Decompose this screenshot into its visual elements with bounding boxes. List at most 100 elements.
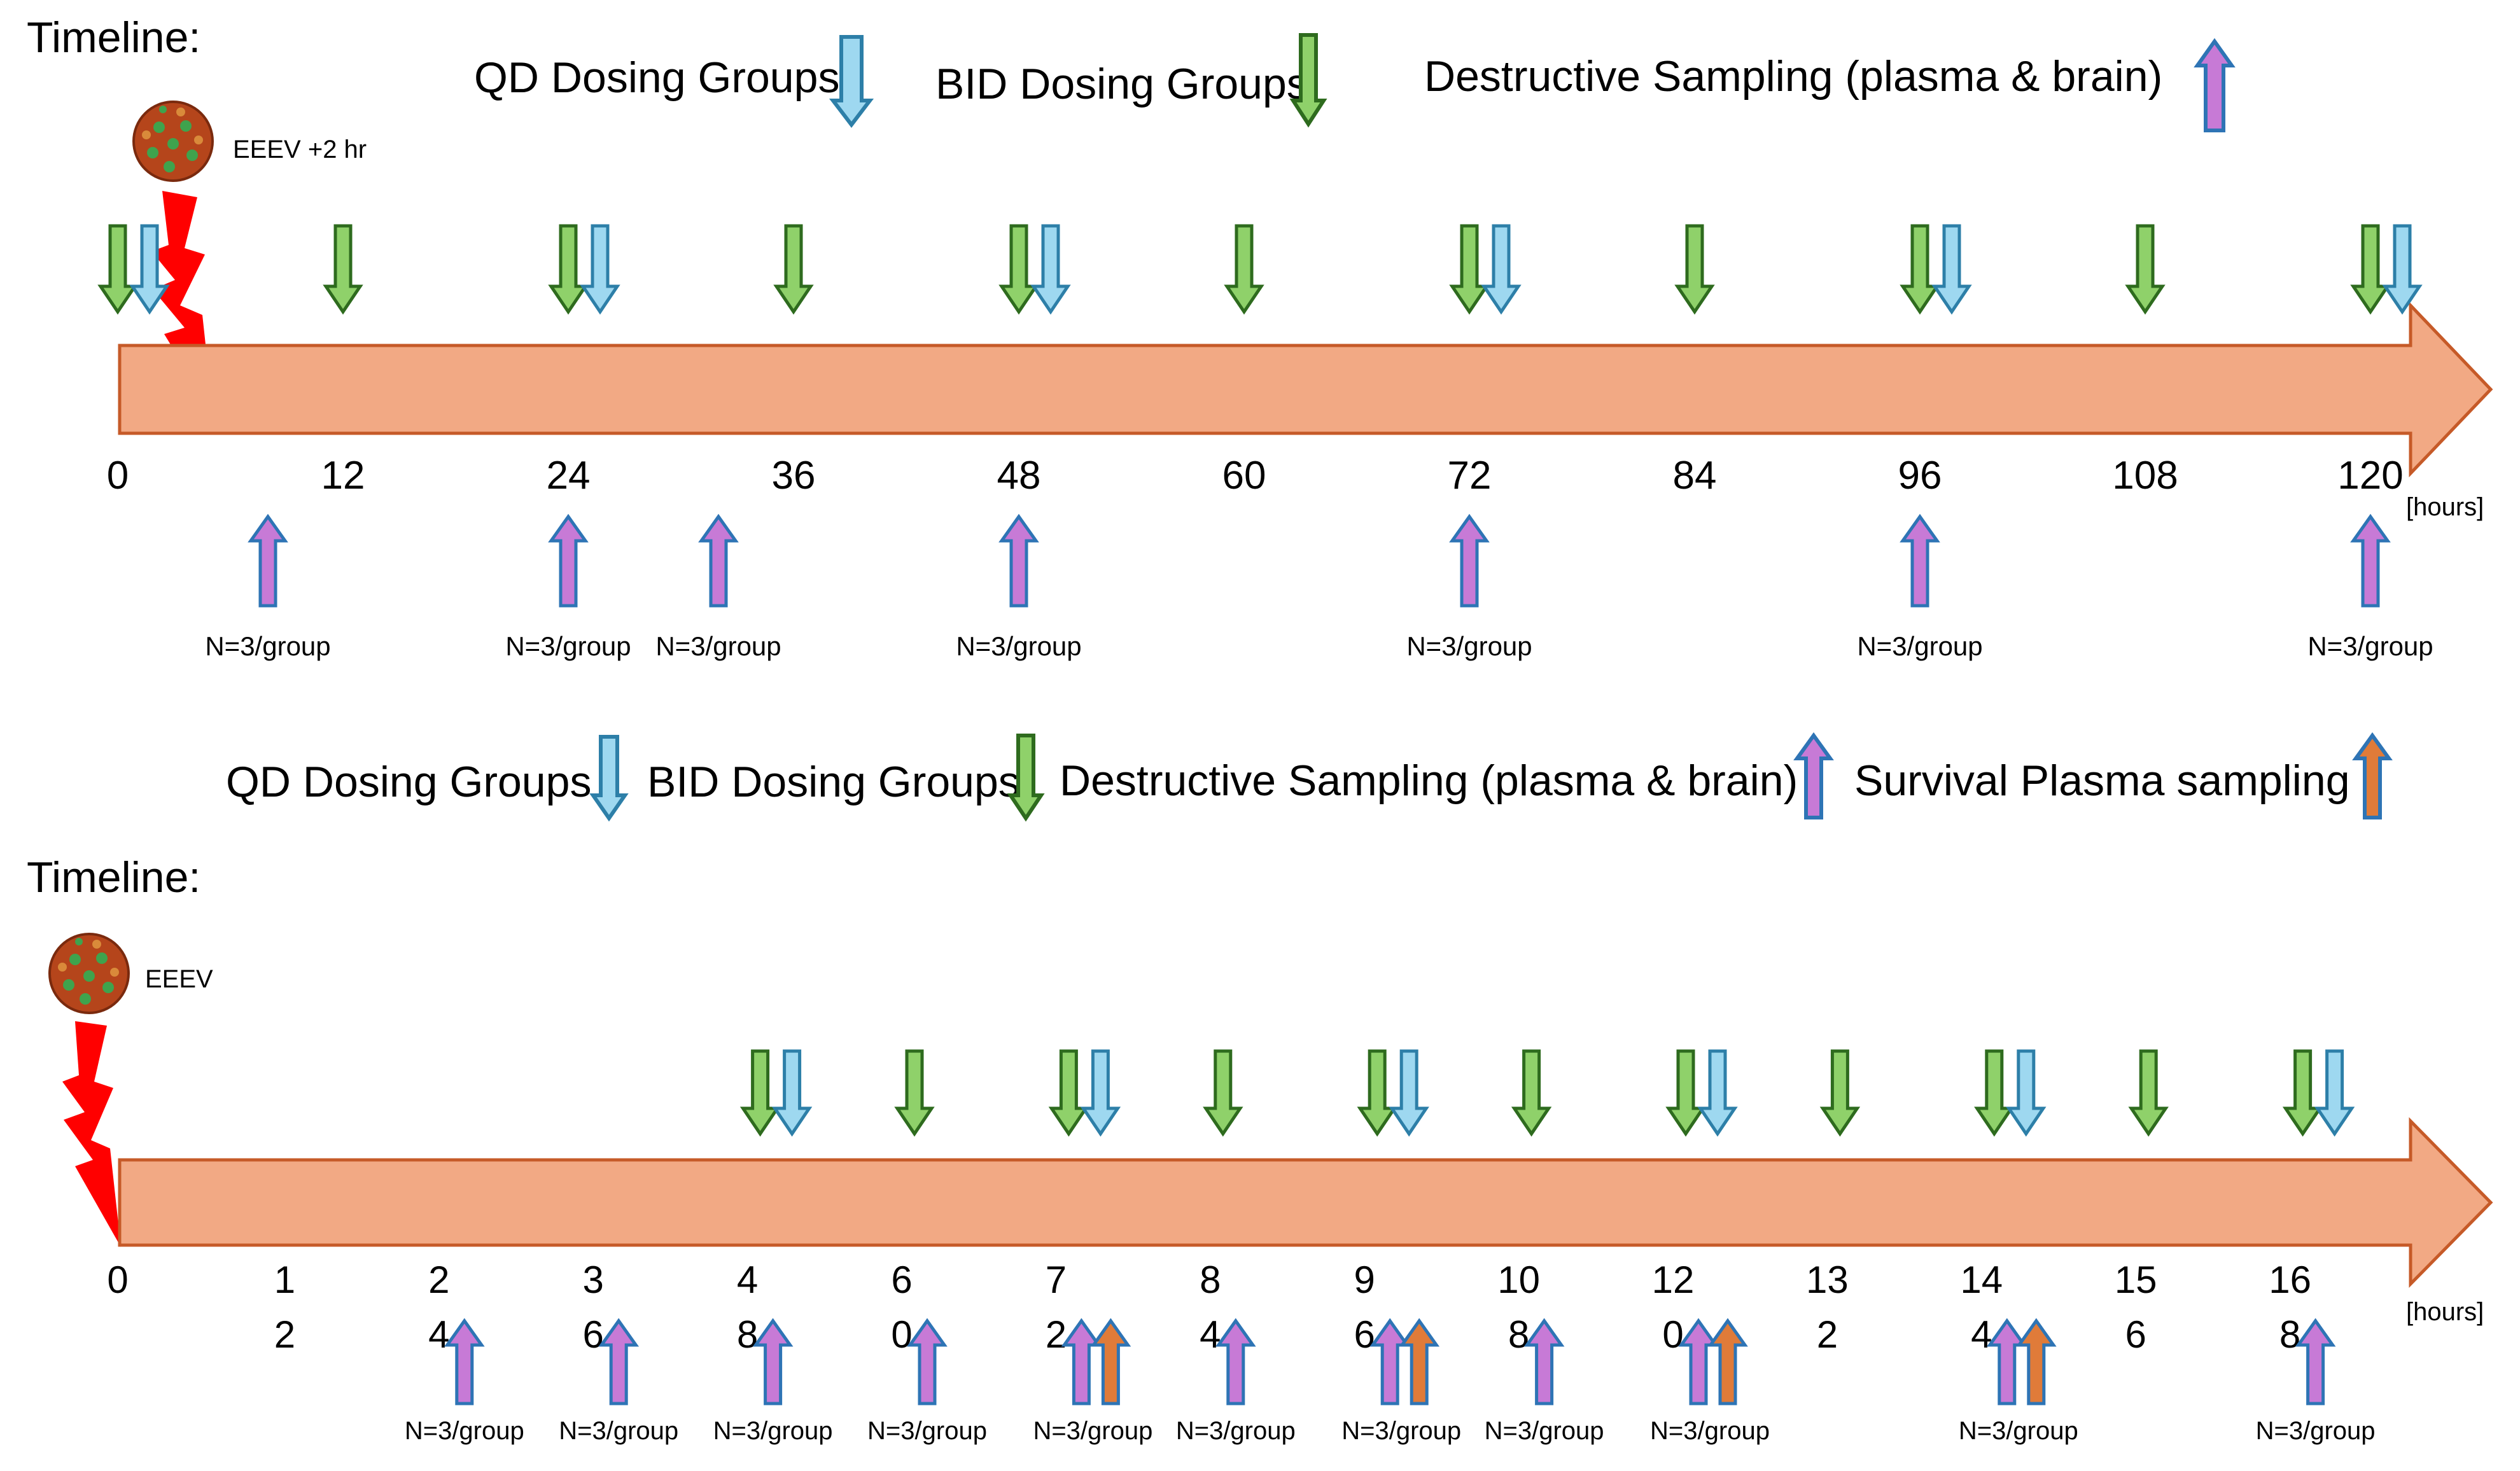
sampling-arrow — [1986, 1318, 2027, 1405]
legend-destructive-arrow-icon — [2194, 38, 2236, 132]
sampling-arrow — [1061, 1318, 1102, 1405]
sampling-arrow — [1523, 1318, 1565, 1405]
bid-dose-arrow — [1900, 224, 1940, 315]
bid-dose-arrow — [894, 1049, 935, 1137]
panel-2-title: Timeline: — [27, 853, 200, 902]
bid-dose-arrow — [323, 224, 363, 315]
panel-2-infection-label: EEEV — [145, 965, 213, 993]
group-size-label: N=3/group — [405, 1417, 524, 1445]
bid-dose-arrow — [739, 1049, 781, 1137]
tick-label-line-1: 13 — [1806, 1258, 1849, 1301]
qd-dose-arrow — [1481, 224, 1522, 315]
legend2-destructive-label: Destructive Sampling (plasma & brain) — [1060, 756, 1798, 805]
tick-label-line-2: 6 — [583, 1313, 604, 1356]
tick-label-line-1: 7 — [1046, 1258, 1067, 1301]
group-size-label: N=3/group — [867, 1417, 987, 1445]
tick-label-line-1: 16 — [2269, 1258, 2311, 1301]
survival-sampling-arrow — [1399, 1318, 1440, 1405]
group-size-label: N=3/group — [713, 1417, 833, 1445]
group-size-label: N=3/group — [1650, 1417, 1770, 1445]
survival-sampling-arrow — [2015, 1318, 2057, 1405]
sampling-arrow — [1449, 513, 1490, 608]
tick-label-line-2: 2 — [1046, 1313, 1067, 1356]
tick-label: 0 — [107, 454, 129, 498]
panel-1-legend: QD Dosing Groups BID Dosing Groups Destr… — [474, 33, 2236, 132]
qd-dose-arrow — [1030, 224, 1071, 315]
tick-label-line-2: 0 — [891, 1313, 912, 1356]
tick-label-line-2: 8 — [2279, 1313, 2300, 1356]
sampling-arrow — [1215, 1318, 1256, 1405]
group-size-label: N=3/group — [2256, 1417, 2376, 1445]
sampling-arrow — [1369, 1318, 1411, 1405]
group-size-label: N=3/group — [505, 631, 631, 661]
legend2-qd-label: QD Dosing Groups — [226, 758, 591, 806]
bid-dose-arrow — [2125, 224, 2166, 315]
tick-label-line-1: 3 — [583, 1258, 604, 1301]
sampling-arrow — [2295, 1318, 2336, 1405]
legend-bid-arrow-icon — [1289, 33, 1327, 128]
panel-2: QD Dosing Groups BID Dosing Groups Destr… — [27, 732, 2493, 1445]
panel-1-units-label: [hours] — [2406, 493, 2484, 521]
tick-label: 72 — [1448, 454, 1492, 498]
bid-dose-arrow — [2350, 224, 2391, 315]
tick-label: 36 — [772, 454, 816, 498]
group-size-label: N=3/group — [205, 631, 330, 661]
tick-label-line-2: 4 — [1971, 1313, 1992, 1356]
tick-label-line-2: 8 — [1508, 1313, 1529, 1356]
tick-label-line-1: 2 — [428, 1258, 449, 1301]
qd-dose-arrow — [129, 224, 170, 315]
group-size-label: N=3/group — [559, 1417, 678, 1445]
bid-dose-arrow — [97, 224, 138, 315]
legend-qd-arrow-icon — [829, 35, 874, 128]
survival-sampling-arrow — [1090, 1318, 1131, 1405]
bid-dose-arrow — [1674, 224, 1715, 315]
tick-label-line-2: 6 — [2125, 1313, 2146, 1356]
legend-destructive-label: Destructive Sampling (plasma & brain) — [1424, 52, 2162, 101]
legend2-bid-arrow-icon — [1007, 734, 1045, 822]
tick-label-line-2: 4 — [428, 1313, 449, 1356]
legend2-survival-label: Survival Plasma sampling — [1854, 756, 2350, 805]
tick-label: 12 — [321, 454, 365, 498]
tick-label: 120 — [2337, 454, 2403, 498]
tick-label-line-2: 2 — [1817, 1313, 1838, 1356]
group-size-label: N=3/group — [655, 631, 781, 661]
sampling-arrow — [998, 513, 1039, 608]
panel-2-virus-icon — [48, 933, 130, 1014]
sampling-arrow — [698, 513, 739, 608]
bid-dose-arrow — [998, 224, 1039, 315]
tick-label-line-2: 8 — [737, 1313, 758, 1356]
sampling-arrow — [1900, 513, 1940, 608]
sampling-arrow — [2350, 513, 2391, 608]
survival-sampling-arrow — [1707, 1318, 1748, 1405]
tick-label-line-1: 8 — [1200, 1258, 1221, 1301]
bid-dose-arrow — [1224, 224, 1264, 315]
panel-2-sampling-arrows: N=3/group N=3/group N=3/group N=3/group N=3/… — [405, 1318, 2376, 1445]
panel-1-sampling-arrows: N=3/group N=3/group N=3/group N=3/group N=3/… — [205, 513, 2433, 661]
tick-label-line-1: 15 — [2115, 1258, 2157, 1301]
qd-dose-arrow — [1697, 1049, 1738, 1137]
qd-dose-arrow — [1080, 1049, 1121, 1137]
group-size-label: N=3/group — [956, 631, 1081, 661]
tick-label-line-1: 1 — [274, 1258, 295, 1301]
tick-label-line-1: 10 — [1497, 1258, 1540, 1301]
legend2-survival-arrow-icon — [2352, 732, 2393, 819]
bid-dose-arrow — [1357, 1049, 1397, 1137]
panel-2-legend: QD Dosing Groups BID Dosing Groups Destr… — [226, 732, 2393, 822]
bid-dose-arrow — [1511, 1049, 1552, 1137]
tick-label-line-1: 12 — [1652, 1258, 1695, 1301]
group-size-label: N=3/group — [1857, 631, 1982, 661]
qd-dose-arrow — [580, 224, 620, 315]
panel-1: Timeline: QD Dosing Groups BID Dosing Gr… — [27, 13, 2493, 661]
tick-label-line-2: 4 — [1200, 1313, 1221, 1356]
sampling-arrow — [248, 513, 288, 608]
sampling-arrow — [752, 1318, 794, 1405]
bid-dose-arrow — [1819, 1049, 1861, 1137]
tick-label-line-1: 14 — [1960, 1258, 2003, 1301]
legend2-bid-label: BID Dosing Groups — [647, 758, 1020, 806]
qd-dose-arrow — [1931, 224, 1972, 315]
legend-bid-label: BID Dosing Groups — [935, 60, 1308, 108]
panel-2-timeline-arrow — [118, 1117, 2493, 1288]
